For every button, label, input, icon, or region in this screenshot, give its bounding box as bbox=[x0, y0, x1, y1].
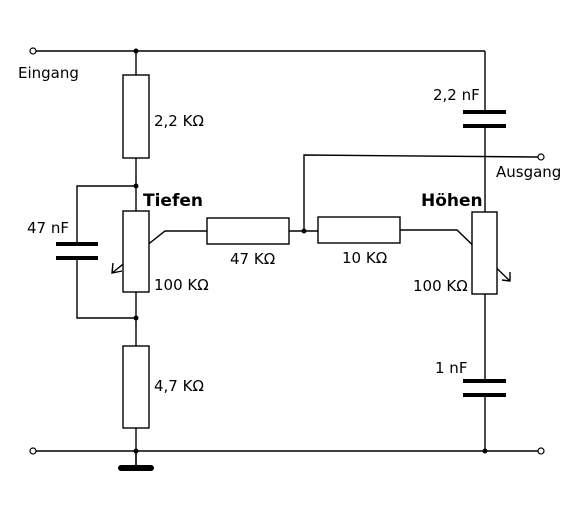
label-hoehen: Höhen bbox=[421, 191, 483, 211]
capacitor-1nf bbox=[463, 379, 506, 397]
wires bbox=[35, 50, 539, 468]
capacitor-47nf bbox=[56, 242, 98, 260]
resistor-10k bbox=[317, 216, 401, 244]
wire-output bbox=[303, 154, 539, 231]
terminal-output bbox=[537, 153, 545, 161]
junction-dot bbox=[482, 448, 488, 454]
potentiometer-hoehen bbox=[471, 211, 498, 295]
label-c-47nf: 47 nF bbox=[27, 219, 69, 237]
terminal-input bbox=[29, 47, 37, 55]
resistor-47k bbox=[206, 217, 290, 245]
arrow-right-wiper-icon bbox=[501, 272, 511, 282]
label-c-1nf: 1 nF bbox=[435, 359, 467, 377]
terminal-ground-right bbox=[537, 447, 545, 455]
terminals bbox=[29, 47, 545, 455]
components bbox=[56, 74, 511, 471]
label-r-47k: 47 KΩ bbox=[230, 250, 275, 268]
label-r-2-2k: 2,2 KΩ bbox=[154, 112, 204, 130]
label-tiefen: Tiefen bbox=[143, 191, 203, 211]
junction-dot bbox=[133, 448, 139, 454]
wire-c47-bottom bbox=[76, 258, 136, 319]
label-ausgang: Ausgang bbox=[496, 163, 561, 181]
capacitor-2-2nf bbox=[463, 110, 506, 128]
resistor-2-2k bbox=[122, 74, 150, 159]
terminal-ground-left bbox=[29, 447, 37, 455]
label-c-2-2nf: 2,2 nF bbox=[433, 86, 480, 104]
potentiometer-tiefen bbox=[122, 210, 150, 293]
label-r-4-7k: 4,7 KΩ bbox=[154, 377, 204, 395]
wire-c47-top bbox=[76, 185, 136, 244]
arrow-left-wiper-icon bbox=[111, 262, 123, 274]
label-pot-tiefen: 100 KΩ bbox=[154, 276, 209, 294]
junction-dot bbox=[133, 48, 139, 54]
junction-dot bbox=[301, 228, 307, 234]
junction-dot bbox=[133, 315, 139, 321]
label-eingang: Eingang bbox=[18, 64, 79, 82]
labels: Eingang Ausgang Tiefen Höhen 2,2 KΩ 4,7 … bbox=[18, 64, 561, 395]
junction-dot bbox=[133, 183, 139, 189]
junctions bbox=[133, 48, 488, 454]
label-r-10k: 10 KΩ bbox=[342, 249, 387, 267]
label-pot-hoehen: 100 KΩ bbox=[413, 277, 468, 295]
resistor-4-7k bbox=[122, 345, 150, 429]
